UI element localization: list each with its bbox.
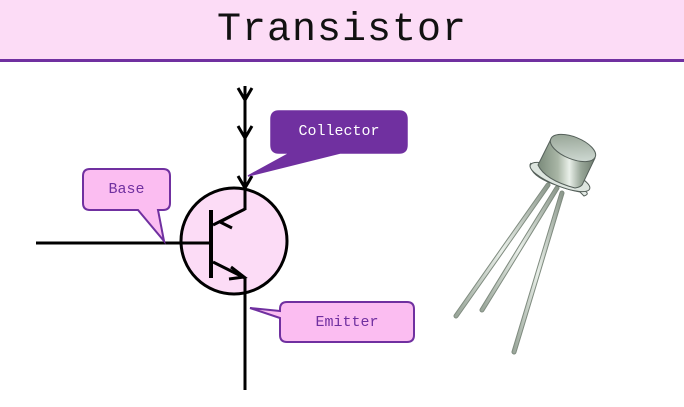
- page-title: Transistor: [216, 8, 468, 53]
- arrow-down-icon: [236, 125, 254, 141]
- base-callout: [82, 168, 171, 245]
- emitter-label: Emitter: [315, 313, 379, 331]
- transistor-photo-illustration: [453, 133, 597, 355]
- base-label: Base: [108, 180, 145, 198]
- emitter-callout: [249, 301, 415, 343]
- arrow-icon: [228, 265, 248, 281]
- emitter-junction: [212, 260, 248, 281]
- transistor-symbol-circle: [179, 186, 289, 296]
- collector-label: Collector: [298, 122, 380, 140]
- collector-junction: [212, 207, 246, 230]
- title-banner: Transistor: [0, 0, 684, 62]
- arrow-down-icon: [236, 87, 254, 103]
- collector-callout: [247, 110, 408, 177]
- arrow-icon: [216, 213, 234, 230]
